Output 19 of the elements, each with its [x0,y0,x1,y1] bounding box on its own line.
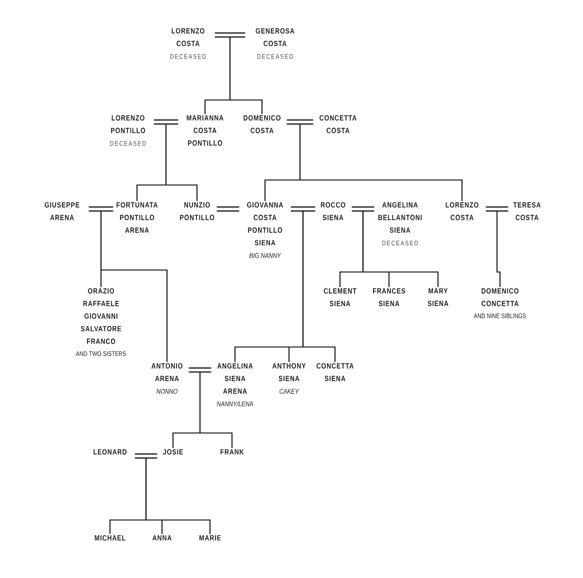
descent-line [229,37,263,114]
marriage-bar [216,206,240,212]
marriage-bar [214,32,246,38]
descent-line [496,211,501,287]
descent-line [145,458,211,534]
descent-line [199,372,233,448]
descent-line [302,211,336,362]
marriage-bar [286,119,314,125]
marriage-bar [486,206,508,212]
marriage-bar [154,119,178,125]
descent-line [362,211,439,287]
marriage-bar [188,367,212,373]
descent-line [165,124,198,201]
marriage-bar [134,453,158,459]
marriage-bar [290,206,316,212]
descent-line [100,211,168,362]
marriage-bar [88,206,114,212]
descent-line [299,124,463,201]
marriage-bar [352,206,374,212]
